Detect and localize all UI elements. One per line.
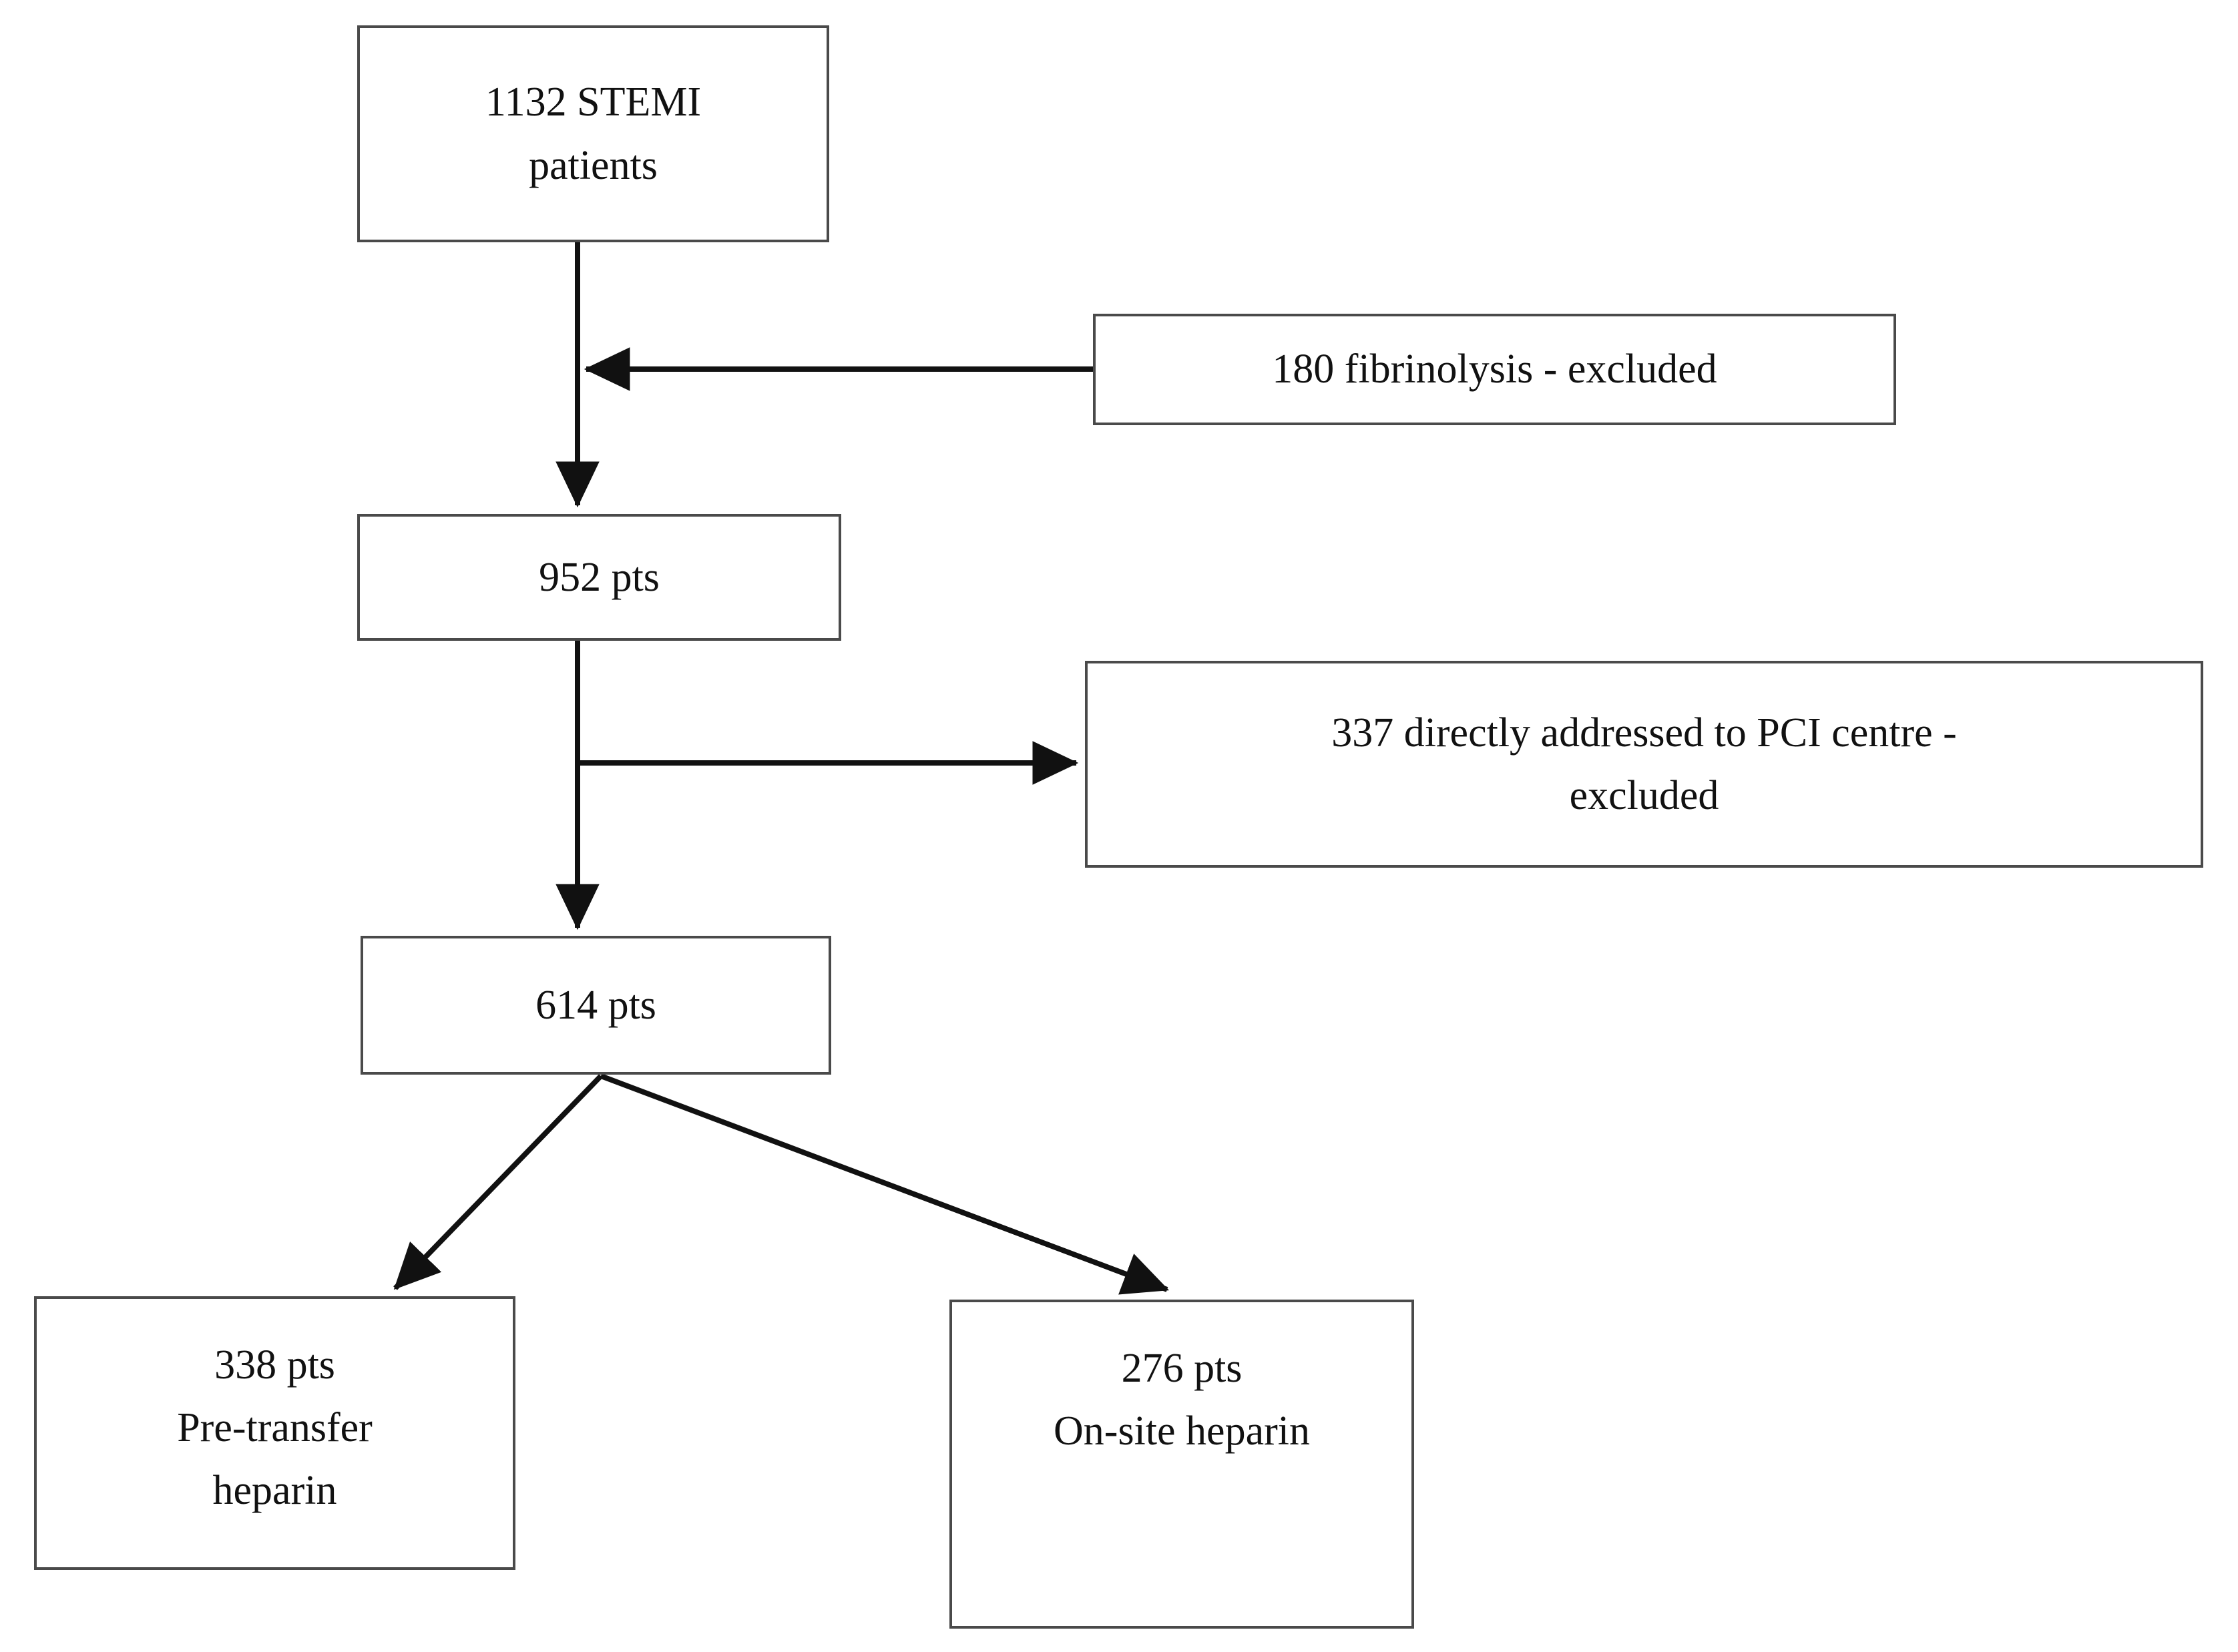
- node-952-line-1: 952 pts: [539, 554, 660, 600]
- node-338-line-1: 338 pts: [214, 1342, 335, 1388]
- node-338-line-2: Pre-transfer: [177, 1405, 373, 1451]
- node-338-pre-transfer-heparin: 338 pts Pre-transfer heparin: [34, 1296, 515, 1570]
- node-fibrinolysis-line-1: 180 fibrinolysis - excluded: [1272, 346, 1717, 392]
- node-337-line-1: 337 directly addressed to PCI centre -: [1331, 710, 1957, 756]
- node-276-line-2: On-site heparin: [1054, 1408, 1310, 1454]
- node-stemi-line-2: patients: [529, 142, 658, 188]
- node-614-pts: 614 pts: [361, 936, 831, 1075]
- node-stemi-patients: 1132 STEMI patients: [357, 25, 829, 242]
- node-276-on-site-heparin: 276 pts On-site heparin: [949, 1300, 1414, 1629]
- node-stemi-line-1: 1132 STEMI: [485, 79, 702, 125]
- node-338-line-3: heparin: [212, 1468, 337, 1514]
- node-614-line-1: 614 pts: [535, 982, 656, 1028]
- edge-614-to-338: [393, 1074, 603, 1290]
- edge-614-to-276: [600, 1073, 1169, 1295]
- node-276-line-1: 276 pts: [1121, 1346, 1243, 1391]
- node-337-line-2: excluded: [1569, 773, 1719, 818]
- node-337-pci-excluded: 337 directly addressed to PCI centre - e…: [1085, 661, 2203, 868]
- node-952-pts: 952 pts: [357, 514, 841, 641]
- node-fibrinolysis-excluded: 180 fibrinolysis - excluded: [1093, 314, 1896, 425]
